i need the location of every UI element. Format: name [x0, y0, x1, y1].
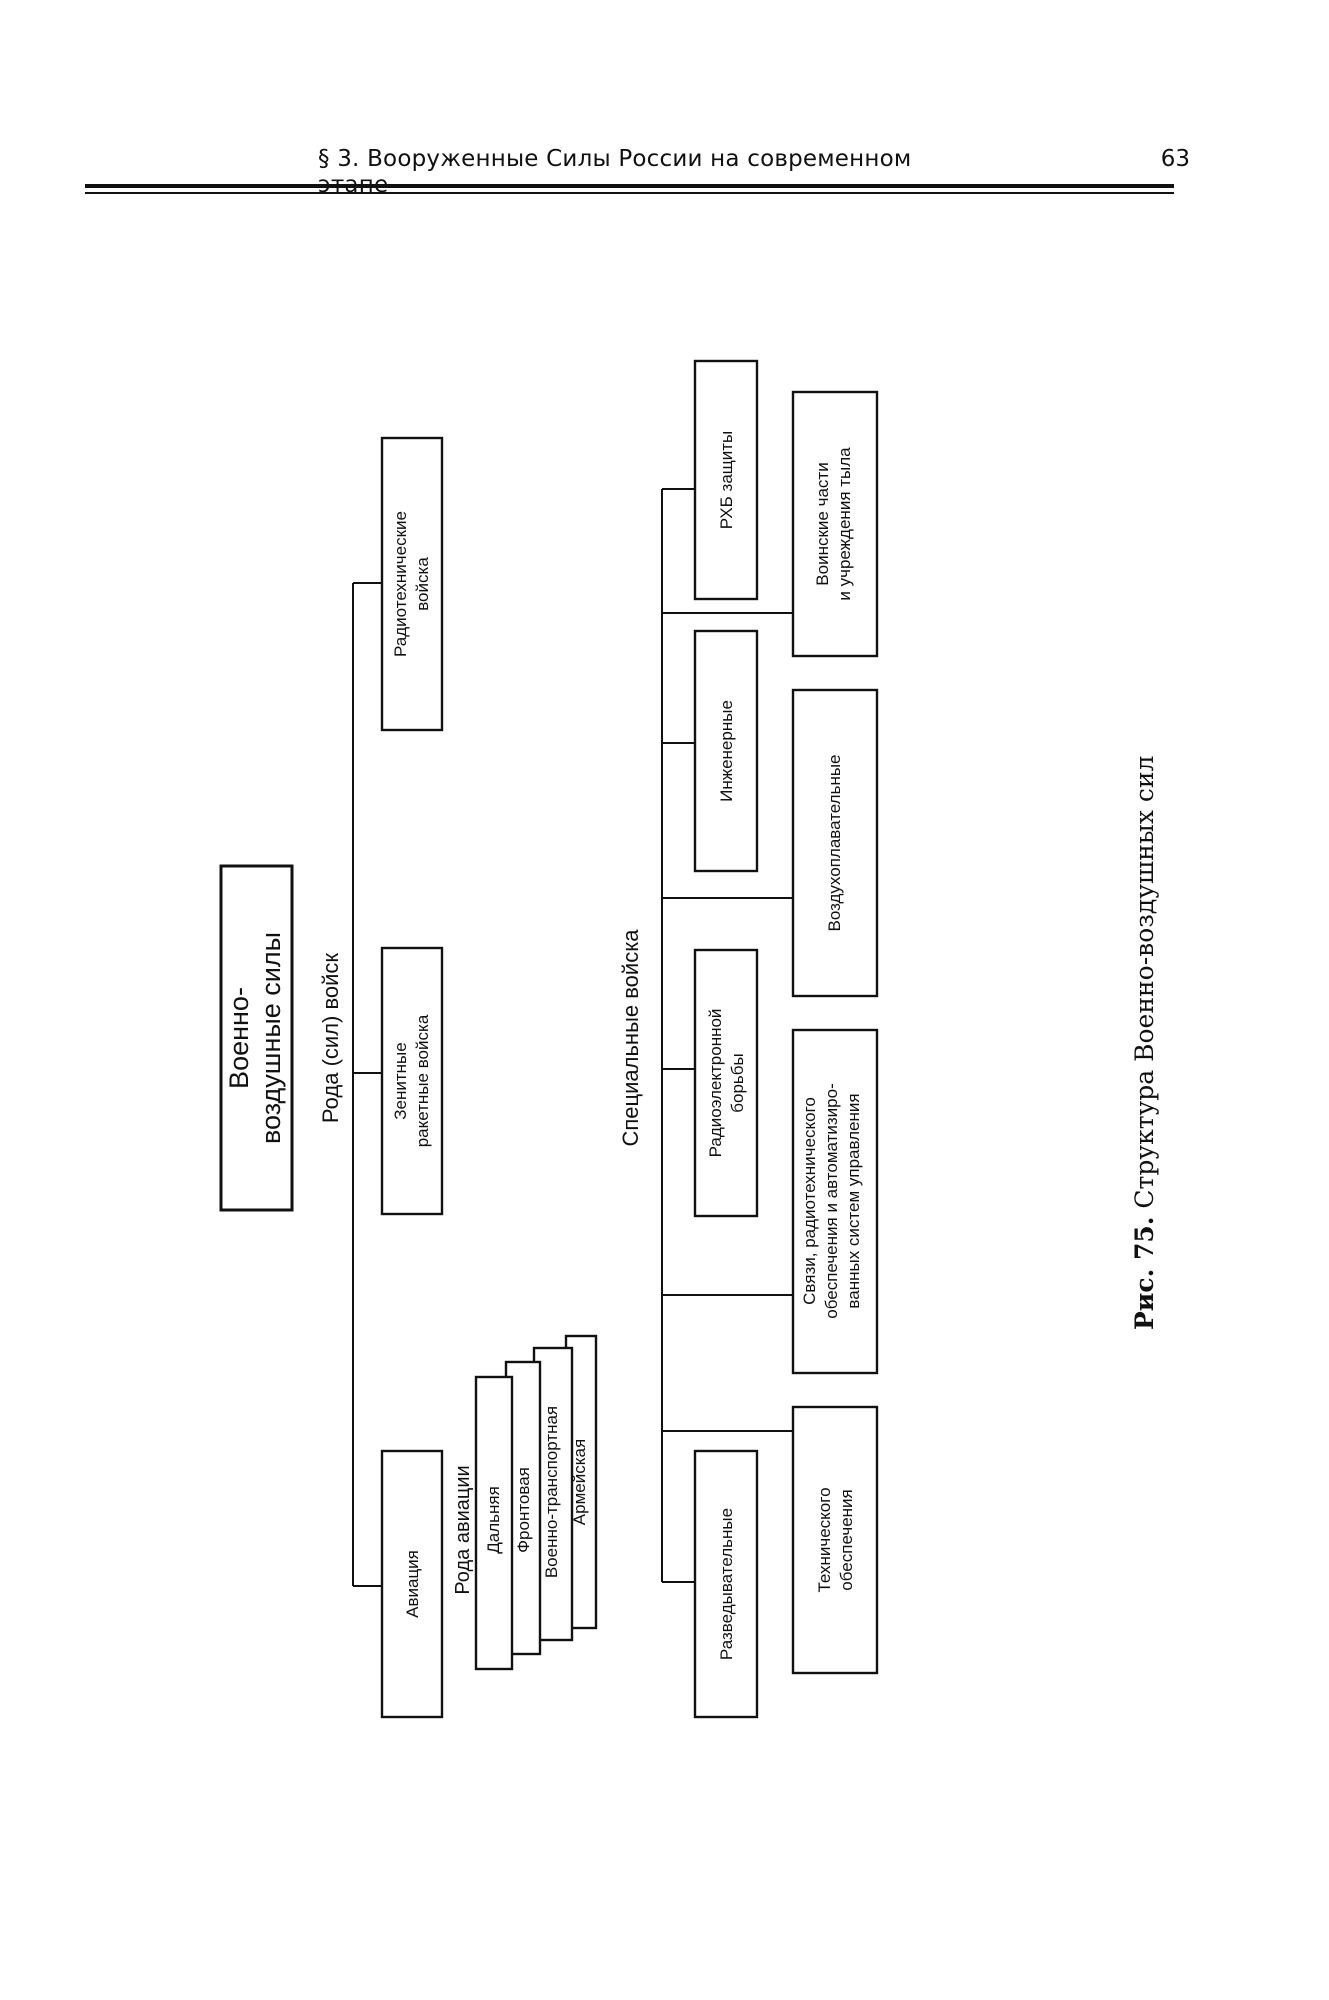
special-rkhb: РХБ защиты	[693, 359, 759, 601]
comm-label-line3: ванных систем управления	[844, 1093, 863, 1308]
aviation-type-transport: Военно-транспортная	[542, 1406, 561, 1578]
header-rule-thin	[85, 192, 1174, 194]
special-airborne: Воздухоплавательные	[791, 688, 879, 998]
figure-caption-label: Рис. 75.	[1130, 1216, 1159, 1330]
branch-connectors	[352, 582, 382, 1587]
air-defense-label-line1: Зенитные	[391, 1042, 410, 1119]
rear-label-line2: и учреждения тыла	[835, 447, 854, 601]
root-label-line2: воздушные силы	[256, 932, 286, 1144]
root-label-line1: Военно-	[224, 987, 254, 1089]
rear-label-line1: Воинские части	[813, 462, 832, 585]
radiotech-label-line2: войска	[413, 557, 432, 611]
figure-caption-text: Структура Военно-воздушных сил	[1130, 755, 1159, 1209]
special-rear: Воинские части и учреждения тыла	[791, 390, 879, 658]
comm-label-line1: Связи, радиотехнического	[800, 1097, 819, 1305]
page-number: 63	[1160, 146, 1190, 172]
radiotech-label-line1: Радиотехнические	[391, 511, 410, 657]
special-troops-heading: Специальные войска	[618, 929, 643, 1147]
air-defense-label-line2: ракетные войска	[413, 1014, 432, 1147]
aviation-type-long-range: Дальняя	[484, 1486, 503, 1554]
aviation-label: Авиация	[403, 1550, 422, 1618]
special-engineer: Инженерные	[693, 629, 759, 873]
tech-support-label-line2: обеспечения	[837, 1489, 856, 1590]
aviation-type-army: Армейская	[570, 1439, 589, 1525]
recon-label: Разведывательные	[717, 1508, 736, 1660]
engineer-label: Инженерные	[717, 700, 736, 802]
aviation-types-stack: Дальняя Фронтовая Военно-транспортная Ар…	[474, 1334, 598, 1671]
branches-heading: Рода (сил) войск	[318, 953, 343, 1123]
special-communications: Связи, радиотехнического обеспечения и а…	[791, 1028, 879, 1375]
comm-label-line2: обеспечения и автоматизиро-	[822, 1083, 841, 1318]
aviation-type-frontline: Фронтовая	[514, 1467, 533, 1553]
rkhb-label: РХБ защиты	[717, 431, 736, 530]
special-connectors	[661, 488, 793, 1583]
ew-label-line2: борьбы	[728, 1053, 747, 1112]
tech-support-label-line1: Технического	[815, 1487, 834, 1592]
aviation-types-heading: Рода авиации	[452, 1465, 474, 1594]
branch-radiotechnical: Радиотехнические войска	[380, 436, 444, 732]
root-node: Военно- воздушные силы	[219, 864, 294, 1212]
branch-air-defense: Зенитные ракетные войска	[380, 946, 444, 1216]
ew-label-line1: Радиоэлектронной	[706, 1009, 725, 1158]
branch-aviation: Авиация	[380, 1449, 444, 1719]
airborne-label: Воздухоплавательные	[825, 754, 844, 931]
header-rule-thick	[85, 184, 1174, 188]
aviation-type-card-1	[474, 1375, 514, 1671]
special-recon: Разведывательные	[693, 1449, 759, 1719]
special-tech-support: Технического обеспечения	[791, 1405, 879, 1675]
special-ew: Радиоэлектронной борьбы	[693, 948, 759, 1218]
